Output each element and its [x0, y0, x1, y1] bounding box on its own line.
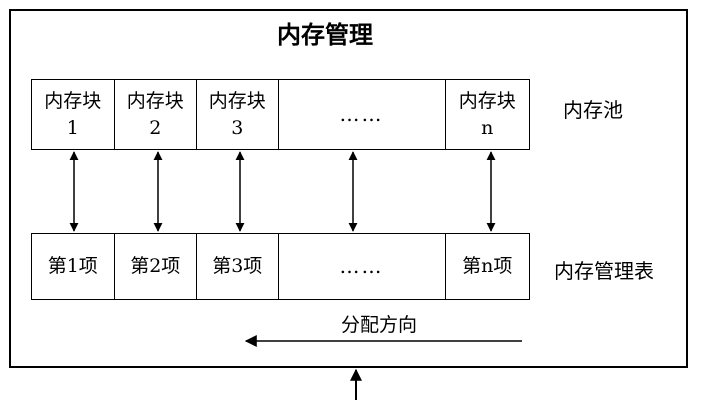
- allocation-direction-label: 分配方向: [341, 314, 418, 336]
- memory-pool-row: 内存块 1 内存块 2 内存块 3 …… 内存块 n: [31, 79, 530, 150]
- memory-table-row: 第1项 第2项 第3项 …… 第n项: [31, 233, 530, 300]
- memory-block-1: 内存块 1: [32, 80, 115, 149]
- memory-pool-label: 内存池: [563, 98, 623, 122]
- memory-block-name: 内存块: [126, 89, 184, 112]
- memory-block-index: 1: [66, 116, 79, 139]
- memory-block-name: 内存块: [458, 89, 516, 112]
- table-entry-ellipsis: ……: [279, 234, 446, 299]
- memory-block-2: 内存块 2: [115, 80, 197, 149]
- memory-table-label: 内存管理表: [554, 259, 654, 283]
- memory-block-name: 内存块: [44, 89, 102, 112]
- memory-block-3: 内存块 3: [197, 80, 279, 149]
- memory-block-name: 内存块: [208, 89, 266, 112]
- memory-block-n: 内存块 n: [446, 80, 529, 149]
- memory-management-frame: [9, 9, 688, 368]
- memory-block-ellipsis: ……: [279, 80, 446, 149]
- table-entry-n: 第n项: [462, 255, 513, 277]
- table-entry-3: 第3项: [197, 234, 279, 299]
- diagram-title: 内存管理: [277, 21, 373, 49]
- table-entry-1: 第1项: [32, 234, 115, 299]
- memory-block-index: n: [481, 116, 494, 139]
- table-entry-2: 第2项: [115, 234, 197, 299]
- memory-block-index: 3: [231, 116, 244, 139]
- ellipsis-text: ……: [339, 102, 384, 126]
- memory-block-index: 2: [149, 116, 162, 139]
